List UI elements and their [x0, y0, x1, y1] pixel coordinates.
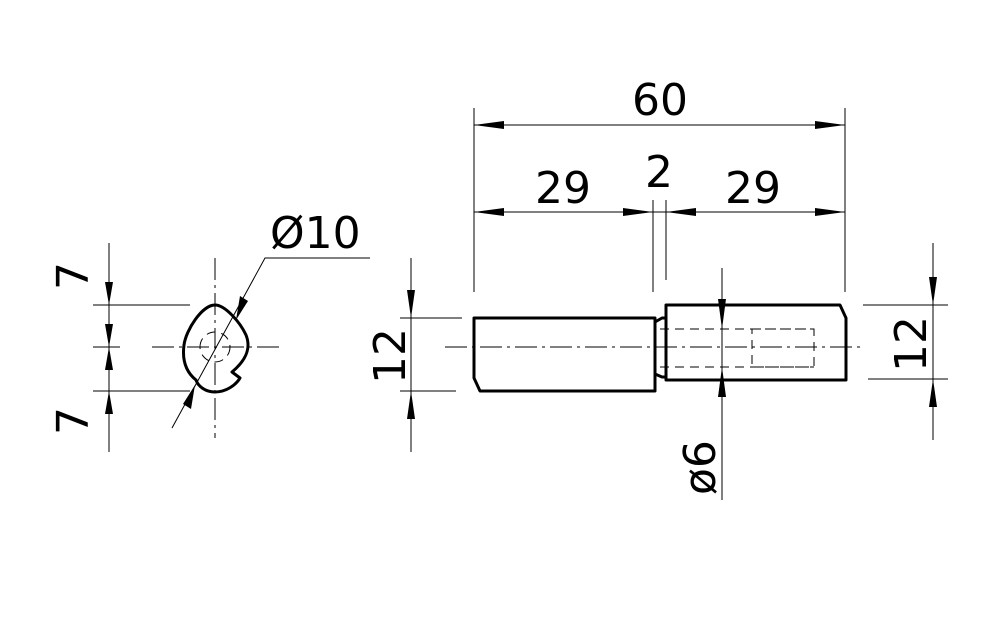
hidden-bore-circle-lower — [199, 346, 231, 363]
arrow-icon — [105, 391, 113, 414]
dimension-12-right: 12 — [886, 316, 937, 372]
arrow-icon — [718, 367, 726, 397]
arrow-icon — [105, 347, 113, 370]
arrow-icon — [929, 379, 937, 407]
dimension-7-lower: 7 — [48, 407, 99, 435]
dimension-29-right: 29 — [725, 163, 781, 214]
arrow-icon — [407, 391, 415, 419]
hidden-bore-circle — [199, 331, 231, 348]
arrow-icon — [105, 324, 113, 347]
arrow-icon — [474, 121, 504, 129]
hidden-bore-thread — [751, 328, 815, 368]
side-view: 7 7 Ø10 — [48, 208, 370, 452]
dimension-12-left: 12 — [365, 328, 416, 384]
arrow-icon — [929, 277, 937, 305]
right-cylinder — [664, 303, 848, 382]
left-cylinder — [472, 316, 657, 393]
arrow-icon — [474, 208, 504, 216]
arrow-icon — [815, 121, 845, 129]
arrow-icon — [815, 208, 845, 216]
arrow-icon — [666, 208, 696, 216]
diameter-leader-line — [171, 257, 370, 429]
dimension-diameter-10: Ø10 — [270, 208, 361, 259]
dimension-2-gap: 2 — [645, 147, 673, 198]
arrow-icon — [183, 385, 195, 409]
arrow-icon — [718, 299, 726, 329]
arrow-icon — [407, 290, 415, 318]
arrow-icon — [105, 282, 113, 305]
dimension-bore-diameter-6: ø6 — [675, 440, 726, 495]
dimension-29-left: 29 — [535, 163, 591, 214]
dimension-7-upper: 7 — [48, 262, 99, 290]
front-view: 60 29 2 29 12 12 ø6 — [365, 75, 948, 500]
arrow-icon — [623, 208, 653, 216]
pin-end-profile — [182, 303, 250, 394]
dimension-60: 60 — [632, 75, 688, 126]
arrow-icon — [236, 296, 248, 320]
